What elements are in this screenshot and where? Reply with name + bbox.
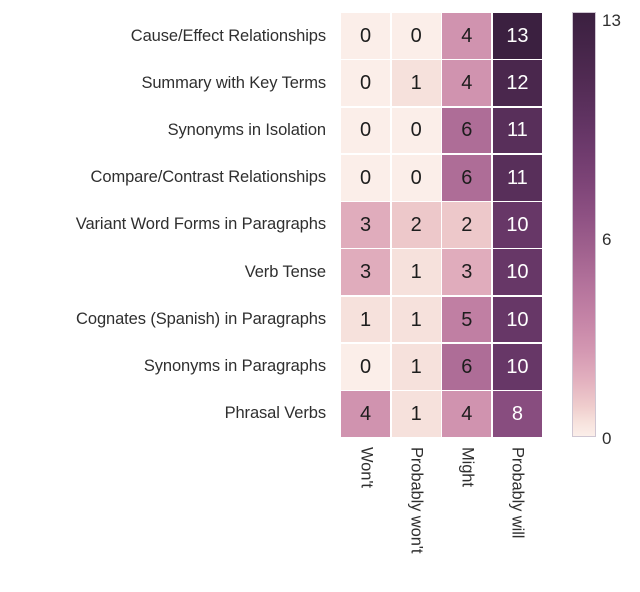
heatmap-cell: 5 <box>442 296 492 343</box>
heatmap-cell: 0 <box>341 154 391 201</box>
heatmap-cell: 8 <box>492 391 542 437</box>
heatmap-cell: 1 <box>391 343 441 390</box>
heatmap-cell: 2 <box>391 202 441 248</box>
heatmap-cell: 11 <box>492 154 542 201</box>
heatmap-cell: 6 <box>442 107 492 154</box>
y-axis-label: Summary with Key Terms <box>141 74 326 93</box>
heatmap-cell: 0 <box>391 154 441 201</box>
y-axis-label: Synonyms in Paragraphs <box>143 356 326 375</box>
heatmap-cell: 3 <box>341 249 391 296</box>
heatmap-cell: 13 <box>492 13 542 59</box>
y-axis-label: Verb Tense <box>244 262 326 281</box>
heatmap-cell: 1 <box>391 391 441 437</box>
heatmap-cell: 11 <box>492 107 542 154</box>
heatmap-cell: 4 <box>442 13 492 59</box>
heatmap-cell: 1 <box>391 296 441 343</box>
y-axis-label: Synonyms in Isolation <box>167 121 327 140</box>
heatmap-cell: 3 <box>341 202 391 248</box>
heatmap-cell: 0 <box>341 60 391 107</box>
heatmap-cell: 6 <box>442 343 492 390</box>
x-axis-label-slot: Probably will <box>492 443 542 591</box>
heatmap-cell: 2 <box>442 202 492 248</box>
heatmap-cell: 1 <box>391 249 441 296</box>
x-axis-labels: Won't Probably won't Might Probably will <box>341 443 542 591</box>
heatmap-cell: 0 <box>341 13 391 59</box>
heatmap-cell: 0 <box>391 13 441 59</box>
colorbar-gradient <box>572 12 596 437</box>
y-axis-label: Compare/Contrast Relationships <box>90 168 327 187</box>
x-axis-label: Might <box>458 447 477 487</box>
colorbar-container: 13 6 0 <box>572 12 621 447</box>
heatmap-cell: 0 <box>341 343 391 390</box>
heatmap-cell: 4 <box>442 391 492 437</box>
y-axis-label: Variant Word Forms in Paragraphs <box>75 215 326 234</box>
heatmap-cell: 10 <box>492 249 542 296</box>
heatmap-cell: 4 <box>442 60 492 107</box>
colorbar-tick-mid: 6 <box>602 230 612 249</box>
x-axis-label-slot: Probably won't <box>391 443 441 591</box>
heatmap-cell: 3 <box>442 249 492 296</box>
heatmap-cell: 4 <box>341 391 391 437</box>
x-axis-label: Won't <box>357 447 376 488</box>
heatmap-cell: 1 <box>391 60 441 107</box>
heatmap-cell: 0 <box>391 107 441 154</box>
heatmap-cell: 0 <box>341 107 391 154</box>
y-axis-label: Cognates (Spanish) in Paragraphs <box>76 309 326 328</box>
x-axis-label: Probably will <box>508 447 527 539</box>
heatmap-cell: 12 <box>492 60 542 107</box>
heatmap-cell: 6 <box>442 154 492 201</box>
heatmap-cell: 10 <box>492 202 542 248</box>
y-axis-label: Phrasal Verbs <box>224 403 327 422</box>
colorbar-tick-min: 0 <box>602 429 612 448</box>
x-axis-label-slot: Might <box>442 443 492 591</box>
colorbar-tick-max: 13 <box>602 11 621 30</box>
x-axis-label: Probably won't <box>407 447 426 554</box>
heatmap-cell: 10 <box>492 343 542 390</box>
y-axis-label: Cause/Effect Relationships <box>130 27 326 46</box>
heatmap-cell: 1 <box>341 296 391 343</box>
heatmap-cell: 10 <box>492 296 542 343</box>
x-axis-label-slot: Won't <box>341 443 391 591</box>
